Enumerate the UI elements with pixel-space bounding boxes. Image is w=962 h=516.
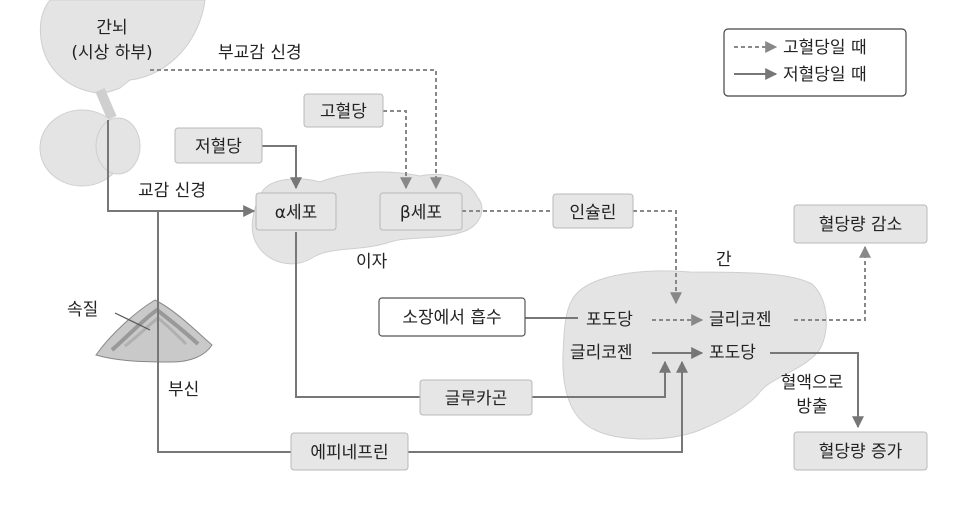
increase-arrow <box>770 352 864 429</box>
release-label-line2: 방출 <box>796 397 827 417</box>
epinephrine-text: 에피네프린 <box>310 443 388 463</box>
pancreas-label: 이자 <box>356 252 388 272</box>
glycogen-right-label: 글리코젠 <box>709 310 772 330</box>
sympathetic-label: 교감 신경 <box>138 181 206 201</box>
epinephrine-arrow <box>408 360 688 453</box>
insulin-text: 인슐린 <box>570 203 617 223</box>
high-glucose-arrow <box>383 110 412 190</box>
low-glucose-box <box>174 127 263 164</box>
medulla-pointer <box>114 312 151 331</box>
hypothalamus-label: 간뇌 <box>96 18 127 38</box>
glycogen-left-label: 글리코젠 <box>570 343 633 363</box>
glucose-left-label: 포도당 <box>586 310 633 330</box>
glucose-right-label: 포도당 <box>709 343 756 363</box>
hypothalamus-sub-label: (시상 하부) <box>71 43 152 63</box>
intestine-box <box>378 297 526 337</box>
sympathetic-arrow <box>107 120 256 217</box>
beta-cell-text: β세포 <box>400 203 442 223</box>
boxes: 고혈당 저혈당 α세포 β세포 인슐린 혈당량 감소 소장에서 흡수 글루카곤 … <box>174 93 928 471</box>
connectors <box>107 69 871 453</box>
glucagon-text: 글루카곤 <box>445 389 508 409</box>
low-glucose-text: 저혈당 <box>195 137 242 157</box>
decrease-arrow <box>794 245 871 321</box>
epinephrine-box <box>290 432 409 471</box>
alpha-cell-box <box>255 192 337 231</box>
alpha-cell-text: α세포 <box>275 203 318 223</box>
adrenal-label: 부신 <box>168 380 199 400</box>
insulin-arrow <box>633 210 682 305</box>
hypothalamus-illustration <box>39 0 206 187</box>
parasympathetic-arrow <box>150 69 442 190</box>
glucose-decrease-text: 혈당량 감소 <box>819 215 903 235</box>
beta-cell-box <box>379 192 463 231</box>
glucose-decrease-box <box>793 204 928 244</box>
liver-label: 간 <box>716 250 732 270</box>
insulin-box <box>552 193 634 229</box>
glucose-increase-box <box>793 431 928 471</box>
medulla-label: 속질 <box>67 300 98 320</box>
glucagon-box <box>419 379 533 416</box>
high-glucose-text: 고혈당 <box>320 102 367 122</box>
low-glucose-arrow <box>262 145 302 190</box>
parasympathetic-label: 부교감 신경 <box>218 43 302 63</box>
intestine-text: 소장에서 흡수 <box>402 308 501 328</box>
adrenal-illustration <box>95 299 213 363</box>
legend-low-label: 저혈당일 때 <box>783 65 867 85</box>
alpha-glucagon-line <box>295 232 420 398</box>
legend: 고혈당일 때 저혈당일 때 <box>723 28 907 97</box>
release-label-line1: 혈액으로 <box>781 373 844 393</box>
free-labels: 간뇌 (시상 하부) 부교감 신경 교감 신경 이자 간 포도당 글리코젠 글리… <box>67 18 843 417</box>
adrenal-line <box>157 211 291 453</box>
legend-high-label: 고혈당일 때 <box>783 38 867 58</box>
high-glucose-box <box>303 93 384 128</box>
glucose-increase-text: 혈당량 증가 <box>819 442 903 462</box>
glucagon-arrow <box>532 360 671 398</box>
